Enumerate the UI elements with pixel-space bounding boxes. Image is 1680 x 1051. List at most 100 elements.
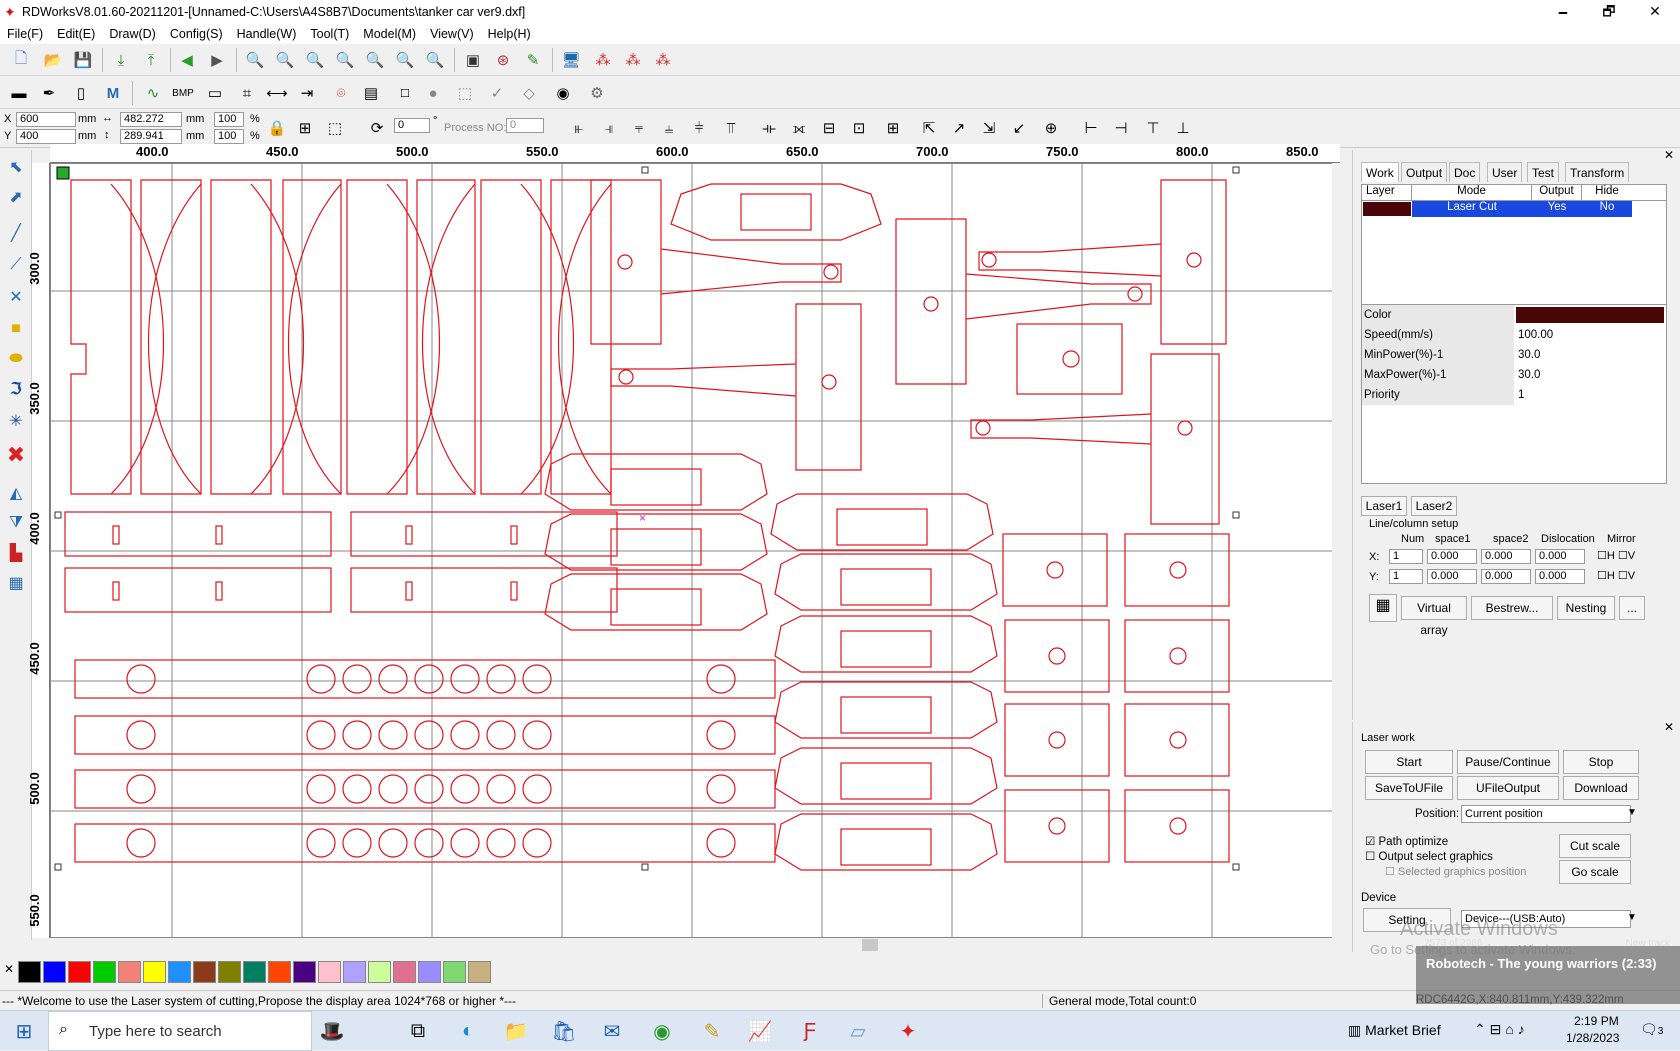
tab-laser1[interactable]: Laser1 (1361, 496, 1407, 516)
horizontal-scrollbar[interactable] (50, 938, 1340, 952)
select-frame-icon[interactable]: ⬚ (457, 85, 473, 102)
center-page-icon[interactable]: ⊞ (886, 120, 900, 137)
dist-bottom-icon[interactable]: ⊥ (1176, 120, 1190, 137)
color-swatch[interactable] (418, 961, 441, 983)
mirror-y-h-checkbox[interactable]: ☐H ☐V (1597, 570, 1636, 582)
speed-value[interactable]: 100.00 (1518, 329, 1554, 341)
cut-line-icon[interactable]: ⇥ (300, 85, 314, 102)
zoom-window-icon[interactable]: 🔍 (335, 52, 355, 69)
zoom-move-icon[interactable]: 🔍 (245, 52, 265, 69)
zoom-out-icon[interactable]: 🔍 (305, 52, 325, 69)
bestrew-button[interactable]: Bestrew... (1471, 596, 1553, 620)
file-explorer-icon[interactable]: 📁 (503, 1020, 529, 1043)
menu-handle[interactable]: Handle(W) (236, 27, 297, 41)
checkbox-icon[interactable]: ☐ (400, 87, 410, 100)
width-field[interactable]: 482.272 (120, 112, 182, 127)
palette-close-icon[interactable]: ✕ (4, 962, 15, 976)
chevron-down-icon[interactable]: ▼ (1627, 807, 1637, 818)
color-swatch[interactable] (193, 961, 216, 983)
more-button[interactable]: ... (1619, 596, 1645, 620)
rotate-field[interactable]: 0 (394, 118, 430, 133)
undo-icon[interactable]: ◀ (181, 52, 193, 69)
color-swatch[interactable] (318, 961, 341, 983)
move-bottom-right-icon[interactable]: ⇲ (982, 120, 996, 137)
clock-date[interactable]: 1/28/2023 (1566, 1031, 1620, 1045)
media-notification[interactable]: 2573 of 2986 New track Robotech - The yo… (1416, 938, 1680, 1004)
open-file-icon[interactable]: 📂 (43, 52, 63, 69)
polyline-icon[interactable]: ∿ (146, 85, 160, 102)
align-bottom-icon[interactable]: ⫨ (664, 119, 674, 137)
color-swatch[interactable] (93, 961, 116, 983)
color-swatch[interactable] (18, 961, 41, 983)
app-chart-icon[interactable]: 📈 (747, 1020, 773, 1043)
panel-close-icon[interactable]: ✕ (1663, 148, 1674, 162)
edit-nodes-icon[interactable]: ⬈ (9, 189, 23, 206)
minpower-value[interactable]: 30.0 (1518, 349, 1541, 361)
laser-head-icon[interactable]: ▬ (11, 84, 27, 102)
menu-file[interactable]: File(F) (7, 27, 44, 41)
color-swatch[interactable] (393, 961, 416, 983)
filezilla-icon[interactable]: Ƒ (803, 1019, 817, 1042)
dist-top-icon[interactable]: ⊤ (1146, 120, 1160, 137)
y-num-field[interactable]: 1 (1389, 569, 1423, 584)
check-icon[interactable]: ✓ (490, 85, 504, 102)
ellipse-tool-icon[interactable]: ⬬ (9, 350, 23, 367)
close-button[interactable]: ✕ (1649, 3, 1661, 19)
y-space2-field[interactable]: 0.000 (1481, 569, 1531, 584)
download-button[interactable]: Download (1563, 776, 1639, 800)
zoom-select-icon[interactable]: 🔍 (365, 52, 385, 69)
offset-icon[interactable]: ⟷ (266, 85, 288, 102)
app-doc-icon[interactable]: ▱ (850, 1020, 866, 1043)
curve-icon[interactable]: ✎ (526, 52, 540, 69)
move-top-left-icon[interactable]: ⇱ (922, 120, 936, 137)
select-nodes-icon[interactable]: ⁂ (595, 52, 611, 69)
save-icon[interactable]: 💾 (73, 52, 93, 69)
virtual-array-button[interactable]: Virtual array (1401, 596, 1467, 637)
go-scale-button[interactable]: Go scale (1559, 860, 1631, 884)
color-swatch[interactable] (343, 961, 366, 983)
color-swatch[interactable] (368, 961, 391, 983)
same-width-icon[interactable]: ⟛ (762, 119, 776, 137)
color-swatch[interactable] (293, 961, 316, 983)
start-windows-icon[interactable]: ⊞ (15, 1020, 33, 1043)
settings-icon[interactable]: ⚙ (590, 85, 604, 102)
mirror-x-h-checkbox[interactable]: ☐H ☐V (1597, 550, 1636, 562)
tab-output[interactable]: Output (1401, 162, 1448, 182)
zoom-in-icon[interactable]: 🔍 (275, 52, 295, 69)
align-top-icon[interactable]: ⫧ (634, 119, 644, 137)
menu-view[interactable]: View(V) (430, 27, 474, 41)
y-space1-field[interactable]: 0.000 (1427, 569, 1477, 584)
menu-tool[interactable]: Tool(T) (310, 27, 350, 41)
y-position-field[interactable]: 400 (16, 129, 76, 144)
position-select[interactable]: Current position (1461, 805, 1631, 823)
close-curves-icon[interactable]: ⁂ (655, 52, 671, 69)
menu-edit[interactable]: Edit(E) (57, 27, 96, 41)
same-height-icon[interactable]: ⟗ (792, 119, 806, 137)
pen-icon[interactable]: ✒ (42, 85, 56, 102)
ufile-output-button[interactable]: UFileOutput (1457, 776, 1559, 800)
polyline-tool-icon[interactable]: ⟋ (10, 256, 22, 273)
dist-left-icon[interactable]: ⊢ (1084, 120, 1098, 137)
search-box[interactable]: ⌕ Type here to search (48, 1011, 312, 1051)
pause-continue-button[interactable]: Pause/Continue (1457, 750, 1559, 774)
select-icon[interactable]: ⬉ (9, 159, 23, 176)
array-icon[interactable]: ▤ (363, 85, 379, 102)
color-swatch[interactable] (443, 961, 466, 983)
redo-icon[interactable]: ▶ (211, 52, 223, 69)
maximize-button[interactable]: 🗗 (1602, 3, 1616, 19)
move-center-icon[interactable]: ⊕ (1044, 120, 1058, 137)
color-swatch[interactable] (218, 961, 241, 983)
store-icon[interactable]: 🛍 (551, 1020, 577, 1043)
tray-icons[interactable]: ⌃ ⊟ ⌂ ♪ (1474, 1021, 1525, 1037)
tab-test[interactable]: Test (1527, 162, 1560, 182)
maxpower-value[interactable]: 30.0 (1518, 369, 1541, 381)
notification-icon[interactable]: 🗨3 (1640, 1021, 1664, 1037)
import-icon[interactable]: ⤓ (117, 51, 125, 69)
stop-button[interactable]: Stop (1563, 750, 1639, 774)
align-nodes-icon[interactable]: ⁂ (625, 52, 641, 69)
app-pen-icon[interactable]: ✎ (703, 1020, 721, 1043)
lock-icon[interactable]: 🔒 (267, 120, 287, 137)
move-top-right-icon[interactable]: ↗ (952, 120, 966, 137)
array-grid-icon[interactable]: ▦ (1369, 594, 1397, 622)
eraser-icon[interactable]: ◇ (523, 85, 535, 102)
